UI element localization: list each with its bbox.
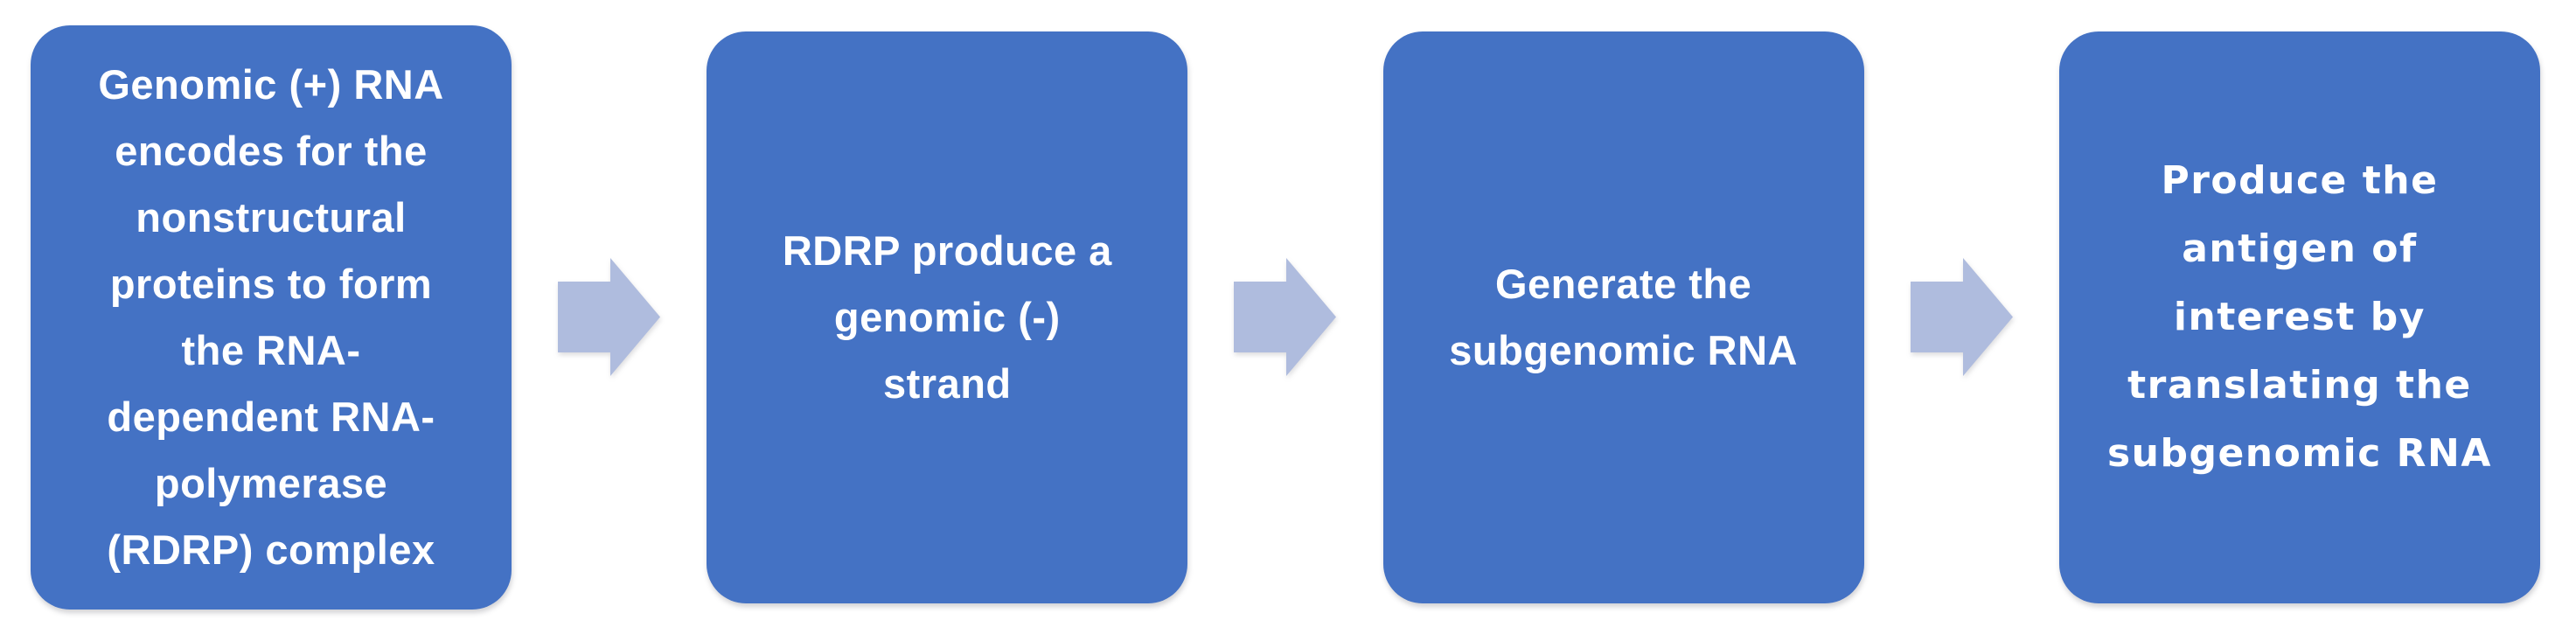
step-2-text: RDRP produce a genomic (-) strand xyxy=(782,226,1112,407)
step-3-text: Generate the subgenomic RNA xyxy=(1449,260,1798,373)
step-1-text: Genomic (+) RNA encodes for the nonstruc… xyxy=(98,60,444,573)
flow-arrow-right-icon-1 xyxy=(558,258,661,376)
flowchart-step-4: Produce the antigen of interest by trans… xyxy=(2058,31,2540,603)
flowchart-step-3: Generate the subgenomic RNA xyxy=(1382,31,1864,603)
flow-arrow-right-icon-2 xyxy=(1234,258,1337,376)
flowchart-step-1: Genomic (+) RNA encodes for the nonstruc… xyxy=(31,24,512,610)
step-4-text: Produce the antigen of interest by trans… xyxy=(2106,157,2492,476)
flow-arrow-right-icon-3 xyxy=(1910,258,2013,376)
flowchart-step-2: RDRP produce a genomic (-) strand xyxy=(707,31,1188,603)
